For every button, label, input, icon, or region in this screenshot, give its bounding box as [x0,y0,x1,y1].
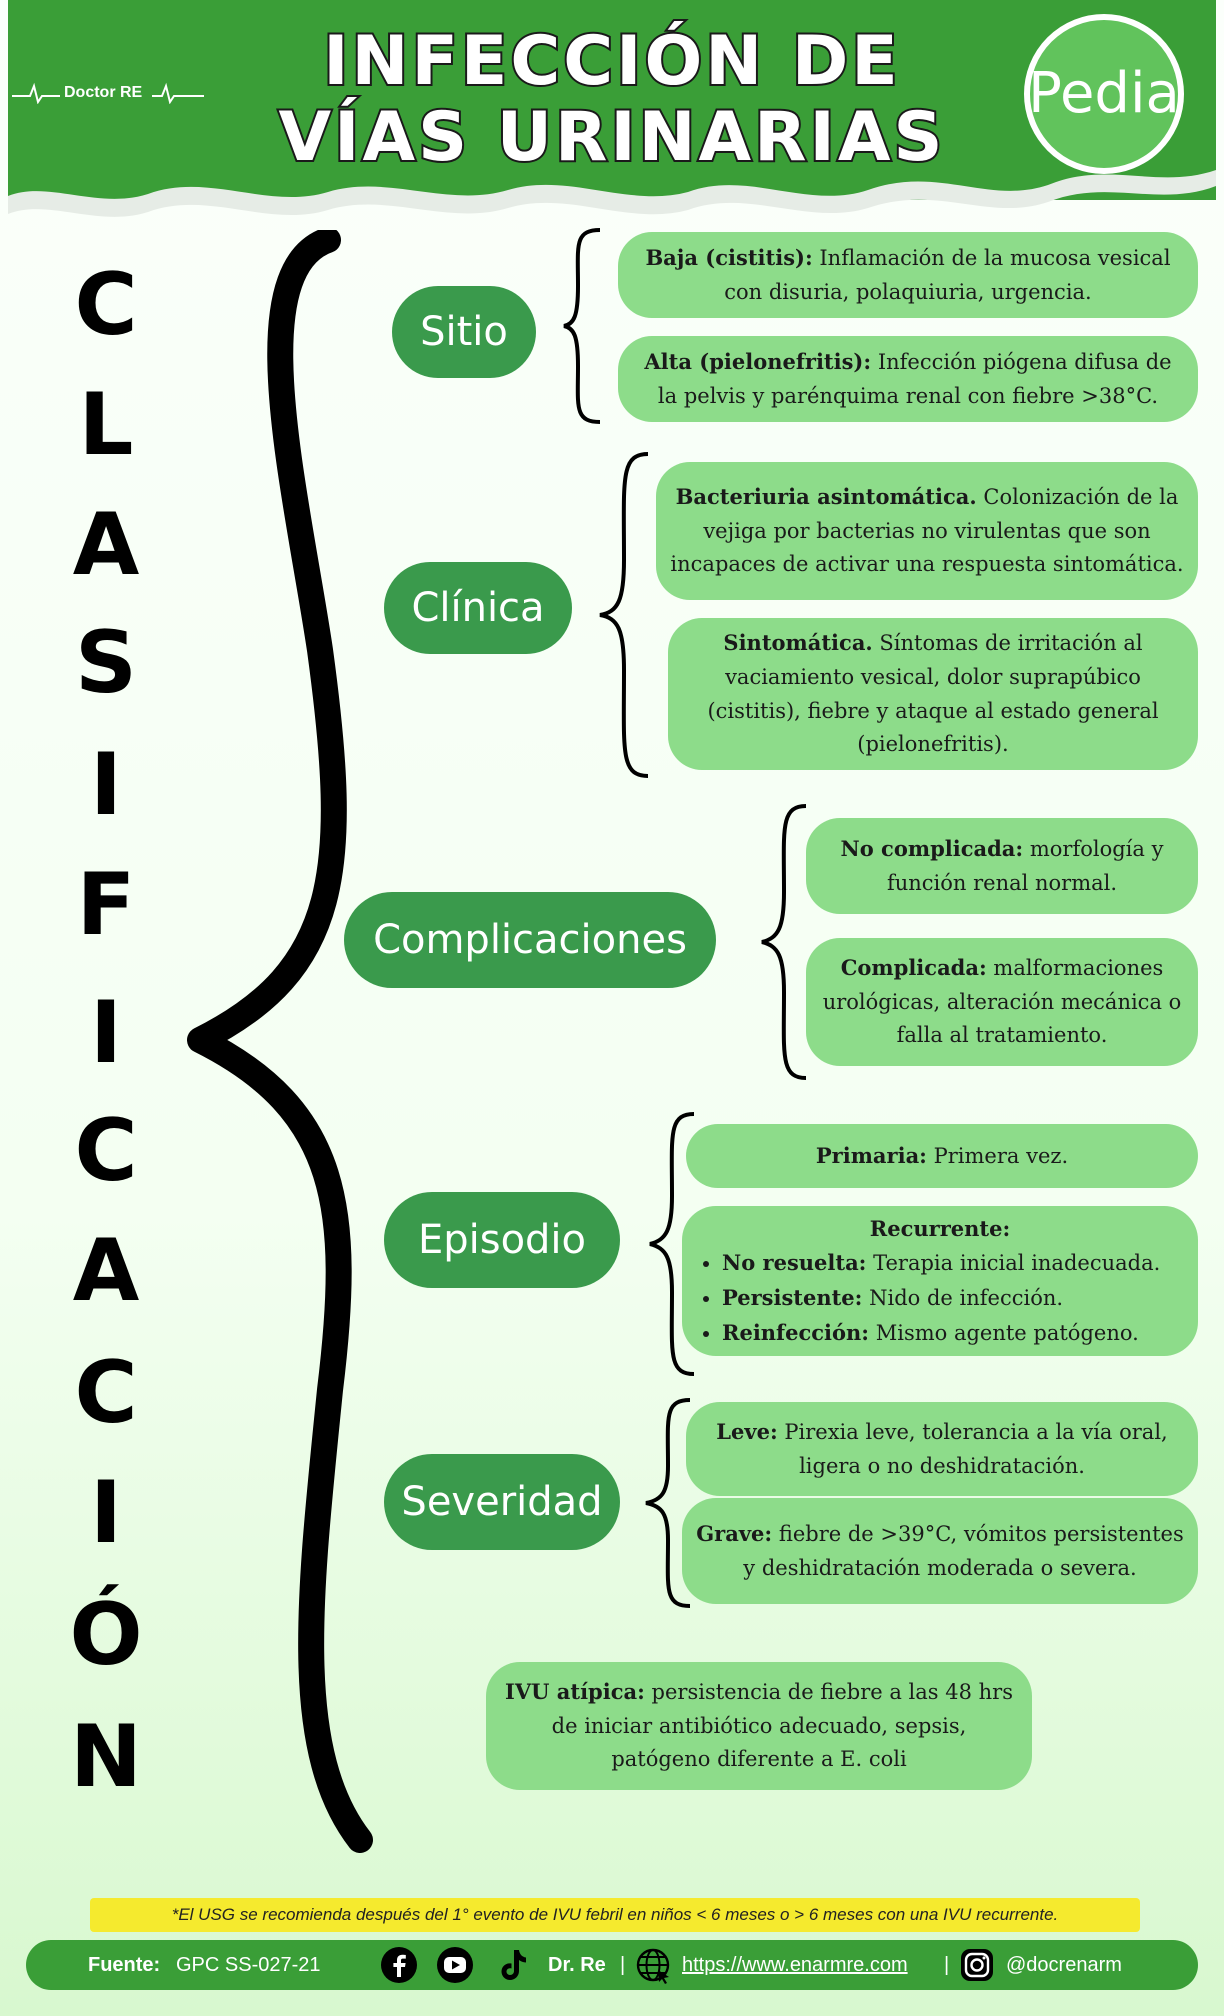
globe-icon [636,1948,670,1984]
box-atip-text: persistencia de fiebre a las 48 hrs de i… [551,1680,1013,1772]
box-comp-text: malformaciones urológicas, alteración me… [822,956,1182,1048]
box-grave-text: fiebre de >39°C, vómitos persistentes y … [743,1521,1184,1580]
box-alta-pielonefritis: Alta (pielonefritis): Infección piógena … [618,336,1198,422]
vertical-letter: I [90,983,122,1083]
pedia-badge [1024,14,1184,174]
box-sint-text: Síntomas de irritación al vaciamiento ve… [707,631,1159,757]
list-item-bold: Persistente: [722,1285,863,1310]
brace-severidad [645,1398,691,1608]
box-prim-text: Primera vez. [933,1143,1069,1168]
recurrente-list: No resuelta: Terapia inicial inadecuada.… [696,1246,1184,1350]
box-asin-bold: Bacteriuria asintomática. [675,484,977,510]
heartbeat-icon [12,82,204,104]
box-nocomp-text: morfología y función renal normal. [886,836,1164,895]
vertical-letter: C [74,1343,138,1443]
box-bacteriuria-asintomatica: Bacteriuria asintomática. Colonización d… [656,462,1198,600]
box-sint-bold: Sintomática. [723,630,873,656]
box-baja-cistitis: Baja (cistitis): Inflamación de la mucos… [618,232,1198,318]
box-asin-text: Colonización de la vejiga por bacterias … [670,485,1184,577]
box-sintomatica: Sintomática. Síntomas de irritación al v… [668,618,1198,770]
category-complicaciones: Complicaciones [344,892,716,988]
box-recurrente: Recurrente: No resuelta: Terapia inicial… [682,1206,1198,1356]
title-line-1: INFECCIÓN DE [321,22,901,101]
footer-website-link[interactable]: https://www.enarmre.com [682,1954,908,1976]
box-primaria: Primaria: Primera vez. [686,1124,1198,1188]
box-recu-title: Recurrente: [869,1215,1011,1241]
box-nocomp-bold: No complicada: [840,835,1024,861]
vertical-letter: I [90,735,122,835]
vertical-letter: L [78,375,134,475]
tiktok-icon[interactable] [494,1946,532,1984]
header-snow-edge [8,150,1216,217]
list-item-bold: Reinfección: [722,1319,870,1345]
vertical-letter: S [75,613,137,713]
brace-sitio [563,228,601,424]
logo-text: Doctor RE [64,84,143,101]
box-grave-bold: Grave: [696,1520,773,1546]
vertical-letter: C [74,1101,138,1201]
footer-separator: | [620,1954,626,1976]
box-leve-text: Pirexia leve, tolerancia a la vía oral, … [784,1419,1168,1478]
box-grave: Grave: fiebre de >39°C, vómitos persiste… [682,1498,1198,1604]
box-baja-text: Inflamación de la mucosa vesical con dis… [724,245,1171,304]
pedia-badge-label: Pedia [1028,61,1180,126]
box-complicada: Complicada: malformaciones urológicas, a… [806,938,1198,1066]
title-line-2: VÍAS URINARIAS [277,98,946,177]
box-no-complicada: No complicada: morfología y función rena… [806,818,1198,914]
brace-complicaciones [761,804,807,1080]
list-item-text: Terapia inicial inadecuada. [873,1251,1161,1276]
brace-episodio [649,1112,695,1376]
vertical-letter: N [70,1707,142,1807]
box-prim-bold: Primaria: [815,1142,927,1168]
list-item-text: Mismo agente patógeno. [875,1320,1139,1345]
category-episodio: Episodio [384,1192,620,1288]
category-severidad: Severidad [384,1454,620,1550]
box-baja-bold: Baja (cistitis): [645,244,813,270]
instagram-icon[interactable] [958,1946,996,1984]
footer-bar [26,1940,1198,1990]
box-leve-bold: Leve: [716,1418,778,1444]
category-clinica: Clínica [384,562,572,654]
vertical-letter: A [72,495,140,595]
usg-footnote: *El USG se recomienda después del 1° eve… [90,1898,1140,1932]
vertical-letter: Ó [69,1585,143,1685]
box-atip-bold: IVU atípica: [505,1679,645,1705]
main-brace [187,230,373,1853]
list-item: Reinfección: Mismo agente patógeno. [722,1316,1184,1351]
box-comp-bold: Complicada: [840,955,987,981]
vertical-letter: C [74,255,138,355]
box-leve: Leve: Pirexia leve, tolerancia a la vía … [686,1402,1198,1496]
box-alta-text: Infección piógena difusa de la pelvis y … [657,349,1172,408]
footer-author: Dr. Re [548,1954,606,1976]
list-item: No resuelta: Terapia inicial inadecuada. [722,1246,1184,1281]
brace-clinica [599,452,649,778]
box-alta-bold: Alta (pielonefritis): [644,348,872,374]
list-item: Persistente: Nido de infección. [722,1281,1184,1316]
facebook-icon[interactable] [380,1946,418,1984]
vertical-letter: I [90,1463,122,1563]
vertical-letter: F [76,855,136,955]
footer-source-label: Fuente: [88,1954,161,1976]
footer-handle[interactable]: @docrenarm [1006,1954,1122,1976]
footer-separator-2: | [944,1954,950,1976]
footer-source-value: GPC SS-027-21 [176,1954,321,1976]
list-item-text: Nido de infección. [869,1286,1064,1310]
category-sitio: Sitio [392,286,536,378]
box-ivu-atipica: IVU atípica: persistencia de fiebre a la… [486,1662,1032,1790]
vertical-letter: A [72,1221,140,1321]
youtube-icon[interactable] [436,1946,474,1984]
list-item-bold: No resuelta: [722,1250,867,1276]
